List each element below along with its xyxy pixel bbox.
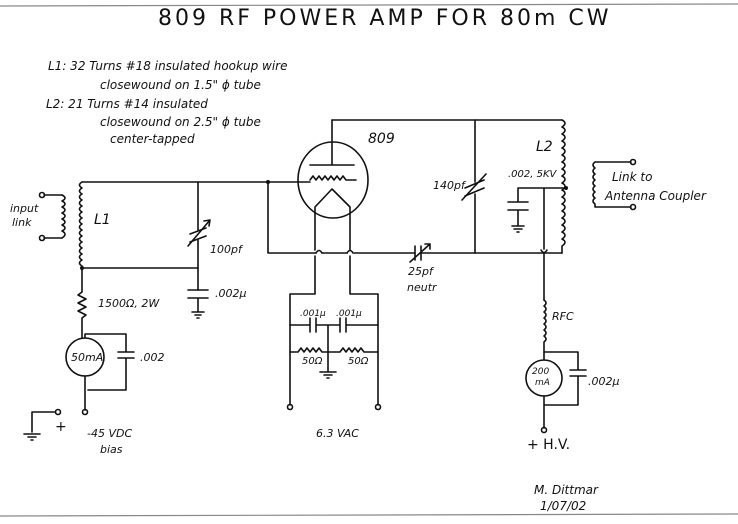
plate-bypass-cap-label: .002, 5KV bbox=[508, 169, 557, 180]
filament-cap-right-label: .001µ bbox=[336, 309, 362, 319]
l2-label: L2 bbox=[536, 139, 553, 155]
neutralizing-cap-label: neutr bbox=[407, 281, 437, 294]
plate-meter-label-2: mA bbox=[535, 378, 550, 388]
grid-resistor-label: 1500Ω, 2W bbox=[98, 297, 160, 310]
grid-current-meter bbox=[65, 333, 135, 416]
bias-label: bias bbox=[100, 443, 123, 456]
grid-bypass-cap-label: .002µ bbox=[215, 287, 247, 300]
neutralizing-wire bbox=[267, 181, 416, 254]
output-link-label-1: Link to bbox=[612, 170, 653, 184]
neutralizing-cap-value: 25pf bbox=[408, 265, 433, 278]
filament-cap-left-label: .001µ bbox=[300, 309, 326, 319]
l2-spec-line2: closewound on 2.5" ϕ tube bbox=[100, 115, 261, 129]
tube-label: 809 bbox=[368, 131, 395, 147]
l1-spec-line2: closewound on 1.5" ϕ tube bbox=[100, 78, 261, 92]
page-edge-bottom bbox=[0, 513, 738, 517]
filament-res-left-label: 50Ω bbox=[302, 356, 323, 367]
filament-res-right-label: 50Ω bbox=[348, 356, 369, 367]
grid-meter-bypass-label: .002 bbox=[140, 351, 165, 364]
plate-bypass-capacitor bbox=[507, 187, 567, 301]
grid-meter-label: 50mA bbox=[71, 351, 104, 364]
tube-809 bbox=[297, 119, 369, 251]
grid-bypass-capacitor bbox=[187, 289, 209, 319]
bias-ground bbox=[23, 408, 62, 441]
rfc-choke bbox=[543, 299, 547, 353]
l1-spec-line1: L1: 32 Turns #18 insulated hookup wire bbox=[48, 59, 288, 73]
l2-spec-line3: center-tapped bbox=[110, 132, 195, 146]
bias-voltage-label: -45 VDC bbox=[87, 427, 133, 440]
l2-spec-line1: L2: 21 Turns #14 insulated bbox=[46, 97, 208, 111]
output-link-coil bbox=[592, 158, 637, 211]
rfc-label: RFC bbox=[552, 310, 574, 323]
page-edge-top bbox=[0, 3, 738, 7]
junction-dot bbox=[266, 180, 270, 184]
neutralizing-capacitor bbox=[409, 243, 476, 263]
l1-coil bbox=[78, 181, 83, 269]
filament-circuit bbox=[286, 255, 382, 411]
diagram-title: 809 RF POWER AMP FOR 80m CW bbox=[158, 6, 612, 31]
grid-resistor bbox=[77, 267, 87, 339]
l2-coil bbox=[561, 119, 568, 254]
input-link-label-2: link bbox=[12, 216, 32, 229]
filament-supply-label: 6.3 VAC bbox=[316, 427, 359, 440]
hv-label: + H.V. bbox=[527, 437, 571, 453]
grid-tune-cap-label: 100pf bbox=[210, 243, 242, 256]
grid-tune-capacitor bbox=[187, 181, 211, 291]
plate-meter-bypass-label: .002µ bbox=[588, 375, 620, 388]
plate-tune-cap-label: 140pf bbox=[433, 179, 465, 192]
l1-label: L1 bbox=[94, 212, 111, 228]
bias-plus-label: + bbox=[55, 419, 67, 435]
signature-name: M. Dittmar bbox=[534, 483, 598, 497]
input-link-coil bbox=[38, 191, 66, 242]
output-link-label-2: Antenna Coupler bbox=[605, 189, 706, 203]
plate-current-meter bbox=[525, 351, 587, 434]
signature-date: 1/07/02 bbox=[540, 499, 587, 513]
input-link-label: input bbox=[10, 202, 39, 215]
plate-meter-label-1: 200 bbox=[532, 367, 550, 377]
plate-tune-capacitor bbox=[461, 119, 487, 254]
